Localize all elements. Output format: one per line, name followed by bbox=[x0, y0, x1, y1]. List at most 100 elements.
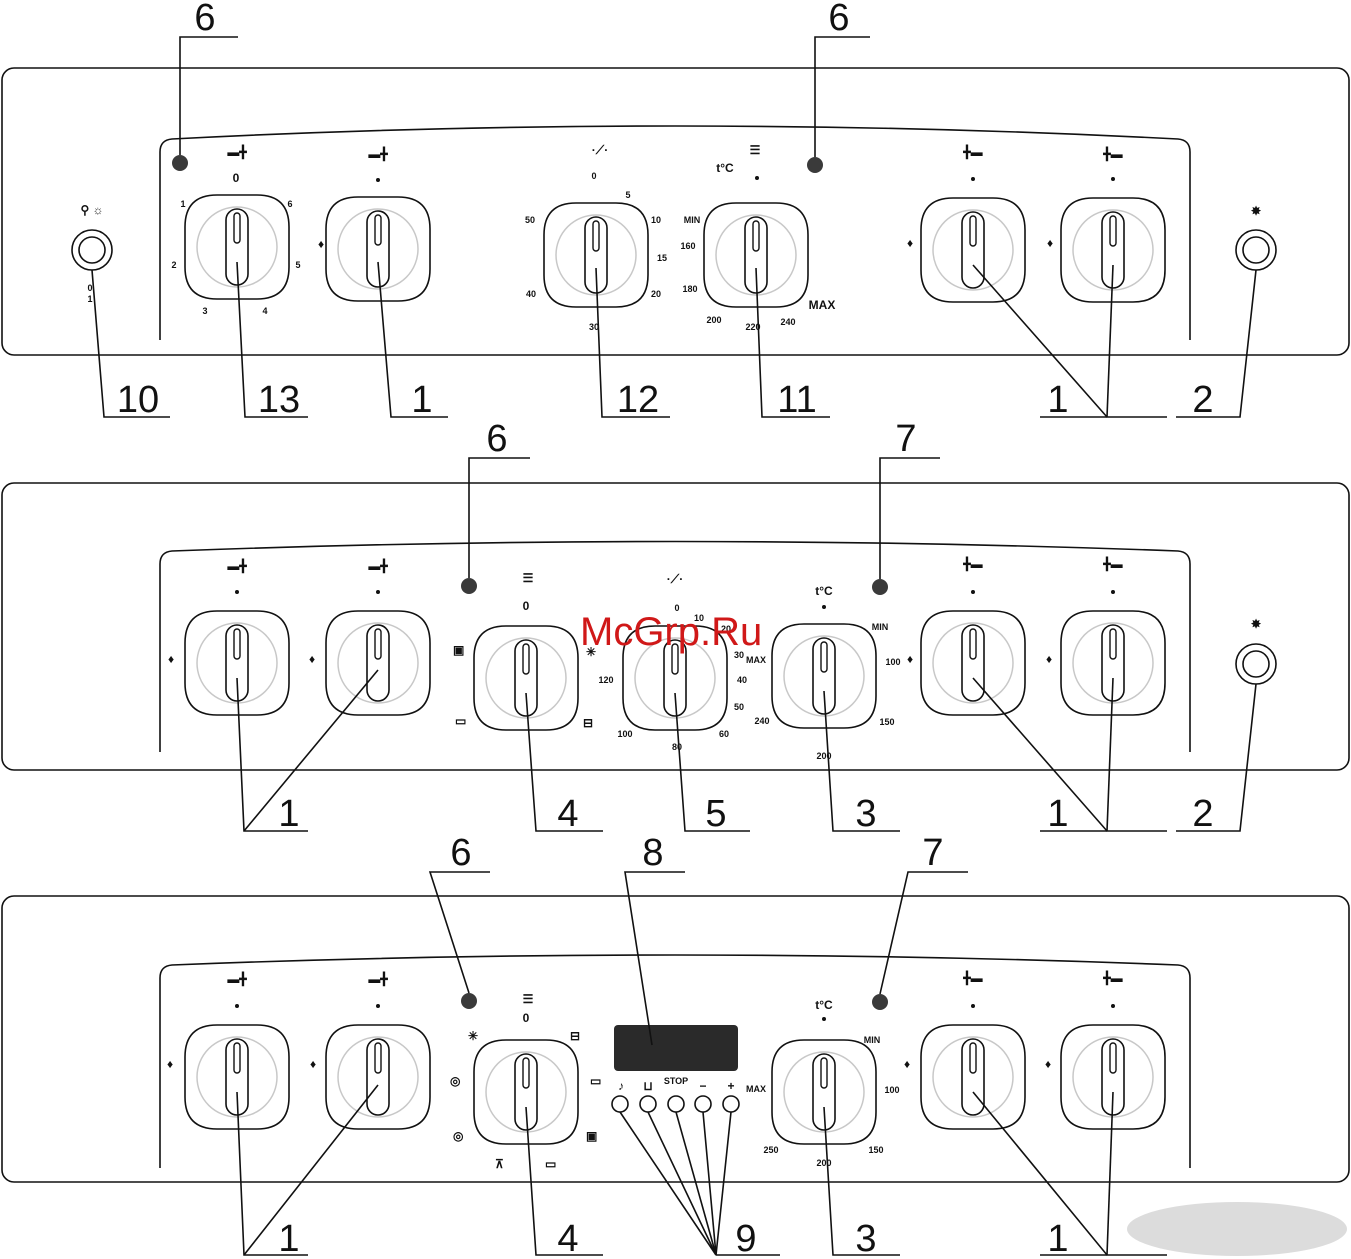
stop-button[interactable] bbox=[667, 1095, 685, 1113]
callout-1: 1 bbox=[1047, 379, 1068, 421]
svg-text:0: 0 bbox=[523, 1011, 530, 1025]
svg-text:☰: ☰ bbox=[750, 143, 761, 157]
svg-text:MAX: MAX bbox=[746, 1084, 766, 1094]
svg-text:240: 240 bbox=[754, 716, 769, 726]
svg-text:0: 0 bbox=[591, 171, 596, 181]
knob-3-thermostat[interactable] bbox=[771, 623, 877, 729]
knob-burner-4[interactable] bbox=[1060, 610, 1166, 716]
svg-text:50: 50 bbox=[525, 215, 535, 225]
svg-text:40: 40 bbox=[526, 289, 536, 299]
ignition-button[interactable]: ✸ bbox=[1235, 204, 1277, 271]
flame-icon: ♦ bbox=[1046, 652, 1052, 666]
light-switch-10[interactable]: ⚲ ☼ 0 1 bbox=[71, 203, 113, 304]
flame-icon: ♦ bbox=[1047, 236, 1053, 250]
knob-burner-left-rear[interactable] bbox=[325, 196, 431, 302]
svg-text:▬╋: ▬╋ bbox=[368, 558, 388, 574]
callout-10: 10 bbox=[117, 379, 159, 421]
callout-4: 4 bbox=[557, 793, 578, 835]
oven-mode-icon: ▣ bbox=[586, 1129, 597, 1143]
svg-text:200: 200 bbox=[816, 751, 831, 761]
svg-text:160: 160 bbox=[680, 241, 695, 251]
burner-position-icons: ▬╋ ▬╋ ╋▬ ╋▬ ·⟋· ☰ ♦ ♦ ♦ ♦ ▣ ✳ ▭ ⊟ bbox=[168, 556, 1123, 730]
indicator-lamp bbox=[461, 578, 477, 594]
selector-13-marks: 0 1 2 3 4 5 6 bbox=[171, 171, 300, 316]
callout-2: 2 bbox=[1192, 793, 1213, 835]
lamp-icon: ⚲ ☼ bbox=[80, 203, 103, 217]
callout-6: 6 bbox=[828, 0, 849, 39]
svg-text:10: 10 bbox=[694, 613, 704, 623]
svg-text:2: 2 bbox=[171, 260, 176, 270]
pot-icon: ⊔ bbox=[643, 1079, 652, 1093]
callout-6: 6 bbox=[194, 0, 215, 39]
ignition-button[interactable]: ✸ bbox=[1235, 617, 1277, 685]
svg-text:5: 5 bbox=[625, 190, 630, 200]
minus-icon: − bbox=[699, 1079, 706, 1093]
knob-burner-right-front[interactable] bbox=[1060, 197, 1166, 303]
svg-text:t°C: t°C bbox=[815, 998, 833, 1012]
svg-text:t°C: t°C bbox=[716, 161, 734, 175]
burner-position-icons: ▬╋ ▬╋ ╋▬ ╋▬ ·⟋· ☰ ♦ ♦ ♦ bbox=[227, 143, 1122, 251]
knob-11-thermostat[interactable] bbox=[703, 202, 809, 308]
oven-mode-icon: ▣ bbox=[453, 643, 464, 657]
flame-spark-icon: ♦ bbox=[310, 1057, 316, 1071]
flame-spark-icon: ♦ bbox=[904, 1057, 910, 1071]
flame-icon: ♦ bbox=[168, 652, 174, 666]
callout-1: 1 bbox=[1047, 793, 1068, 835]
svg-text:╋▬: ╋▬ bbox=[1102, 146, 1122, 162]
oven-mode-icon: ◎ bbox=[450, 1074, 461, 1088]
callout-7: 7 bbox=[922, 832, 943, 874]
oven-mode-icon: ✳ bbox=[468, 1029, 478, 1043]
timer-bell-button[interactable] bbox=[611, 1095, 629, 1113]
panel-2: ✸ ▬╋ ▬╋ ╋▬ ╋▬ ·⟋· ☰ ♦ ♦ ♦ ♦ ▣ ✳ ▭ ⊟ 0 0 … bbox=[1, 482, 1350, 771]
minus-button[interactable] bbox=[694, 1095, 712, 1113]
indicator-lamp bbox=[872, 994, 888, 1010]
knob-4-oven-selector[interactable] bbox=[473, 1039, 579, 1145]
svg-text:3: 3 bbox=[202, 306, 207, 316]
knob-burner-3[interactable] bbox=[920, 610, 1026, 716]
svg-text:0: 0 bbox=[233, 171, 240, 185]
panel-3: ♪ ⊔ STOP − + ▬╋ ▬╋ ╋▬ ╋▬ ☰ ♦ ♦ ♦ ♦ ✳ ⊟ bbox=[1, 895, 1350, 1183]
svg-text:☰: ☰ bbox=[523, 571, 534, 585]
svg-text:6: 6 bbox=[287, 199, 292, 209]
svg-text:80: 80 bbox=[672, 742, 682, 752]
knob-3-thermostat[interactable] bbox=[771, 1039, 877, 1145]
knob-burner-2[interactable] bbox=[325, 610, 431, 716]
knob-burner-2[interactable] bbox=[325, 1024, 431, 1130]
svg-text:150: 150 bbox=[868, 1145, 883, 1155]
knob-burner-1[interactable] bbox=[184, 610, 290, 716]
oven-mode-icon: ▭ bbox=[590, 1074, 601, 1088]
svg-text:MIN: MIN bbox=[864, 1035, 881, 1045]
knob-13-selector[interactable] bbox=[184, 194, 290, 300]
knob-4-oven-selector[interactable] bbox=[473, 625, 579, 731]
svg-text:MAX: MAX bbox=[746, 655, 766, 665]
knob-burner-3[interactable] bbox=[920, 1024, 1026, 1130]
plus-button[interactable] bbox=[722, 1095, 740, 1113]
knob-burner-1[interactable] bbox=[184, 1024, 290, 1130]
callout-11: 11 bbox=[777, 379, 816, 421]
knob-12-timer[interactable] bbox=[543, 202, 649, 308]
svg-text:╋▬: ╋▬ bbox=[1102, 556, 1122, 572]
indicator-lamp bbox=[872, 579, 888, 595]
svg-text:·⟋·: ·⟋· bbox=[592, 143, 608, 157]
svg-text:220: 220 bbox=[745, 322, 760, 332]
knob-burner-right-rear[interactable] bbox=[920, 197, 1026, 303]
svg-text:MAX: MAX bbox=[809, 298, 836, 312]
timer-12-marks: 0 5 10 15 20 30 40 50 bbox=[525, 171, 667, 332]
burner-position-icons: ▬╋ ▬╋ ╋▬ ╋▬ ☰ ♦ ♦ ♦ ♦ ✳ ⊟ ◎ ▭ ◎ ▣ ⊼ ▭ bbox=[167, 970, 1123, 1171]
svg-text:▬╋: ▬╋ bbox=[368, 971, 388, 987]
panel-1: ⚲ ☼ 0 1 ✸ 0 1 2 3 4 5 6 0 5 10 15 20 30 … bbox=[1, 67, 1350, 356]
indicator-lamp bbox=[461, 993, 477, 1009]
svg-text:100: 100 bbox=[617, 729, 632, 739]
svg-text:☰: ☰ bbox=[523, 992, 534, 1006]
spark-icon: ✸ bbox=[1250, 617, 1262, 631]
callout-3: 3 bbox=[855, 793, 876, 835]
flame-icon: ♦ bbox=[907, 652, 913, 666]
svg-text:╋▬: ╋▬ bbox=[962, 970, 982, 986]
programmer-buttons: ♪ ⊔ STOP − + bbox=[611, 1076, 740, 1113]
cook-time-button[interactable] bbox=[639, 1095, 657, 1113]
callout-3: 3 bbox=[855, 1218, 876, 1259]
callout-numbers: 6 6 10 13 1 12 11 1 2 6 7 1 4 5 3 1 2 6 … bbox=[117, 0, 1214, 1259]
svg-text:MIN: MIN bbox=[684, 215, 701, 225]
callout-5: 5 bbox=[705, 793, 726, 835]
